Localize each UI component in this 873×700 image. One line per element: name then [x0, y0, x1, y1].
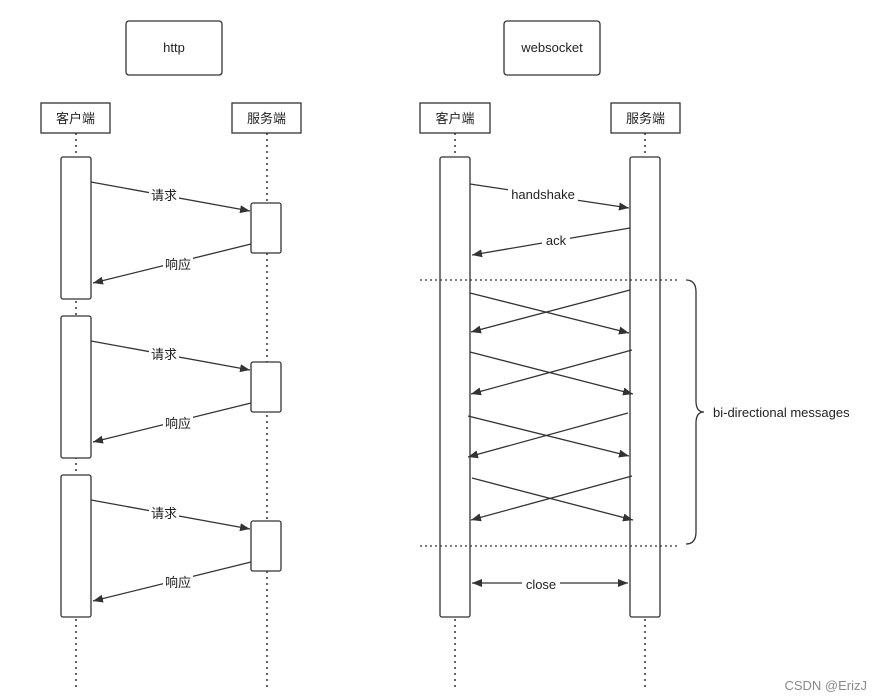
ws-client-label: 客户端 [435, 111, 474, 126]
http-client-activation [60, 474, 92, 618]
websocket-section: websocket 客户端 服务端 handshake ack bi-direc… [419, 20, 850, 688]
watermark: CSDN @ErizJ [784, 678, 867, 693]
http-client-label: 客户端 [56, 111, 95, 126]
close-label: close [526, 577, 556, 592]
http-server-activation [250, 202, 282, 254]
http-request-label: 请求 [151, 347, 177, 362]
client-to-server-message-arrow [471, 477, 634, 522]
http-request-label-bg [149, 506, 179, 522]
ack-label-bg [542, 233, 570, 249]
close-label-bg [522, 577, 560, 591]
http-server-box [231, 102, 302, 134]
server-to-client-message-arrow [470, 349, 633, 396]
http-response-label: 响应 [165, 416, 191, 431]
websocket-title: websocket [520, 40, 583, 55]
ws-client-box [419, 102, 491, 134]
http-request-label-bg [149, 188, 179, 204]
http-server-label: 服务端 [247, 111, 286, 126]
http-title: http [163, 40, 185, 55]
client-to-server-message-arrow [469, 351, 634, 396]
right-brace [685, 279, 705, 545]
http-section: http 客户端 服务端 请求 响应 请求 响应 请求 响应 [40, 20, 302, 688]
http-response-label-bg [163, 257, 193, 273]
ws-client-activation [439, 156, 471, 618]
client-to-server-message-arrow [467, 415, 630, 458]
ack-label: ack [546, 233, 567, 248]
ws-server-label: 服务端 [626, 111, 665, 126]
http-response-label: 响应 [165, 575, 191, 590]
http-request-label: 请求 [151, 188, 177, 203]
bidirectional-label: bi-directional messages [713, 405, 850, 420]
handshake-label-bg [508, 187, 578, 203]
http-response-label-bg [163, 416, 193, 432]
http-server-activation [250, 520, 282, 572]
server-to-client-message-arrow [467, 412, 629, 459]
http-response-label-bg [163, 575, 193, 591]
http-request-label-bg [149, 347, 179, 363]
http-response-label: 响应 [165, 257, 191, 272]
server-to-client-message-arrow [470, 289, 631, 334]
ws-server-box [610, 102, 681, 134]
handshake-label: handshake [511, 187, 575, 202]
server-to-client-message-arrow [470, 475, 633, 522]
ws-server-activation [629, 156, 661, 618]
http-client-box [40, 102, 111, 134]
http-client-activation [60, 156, 92, 300]
client-to-server-message-arrow [469, 292, 630, 335]
http-client-activation [60, 315, 92, 459]
http-request-label: 请求 [151, 506, 177, 521]
websocket-title-box [503, 20, 601, 76]
http-title-box [125, 20, 223, 76]
http-server-activation [250, 361, 282, 413]
